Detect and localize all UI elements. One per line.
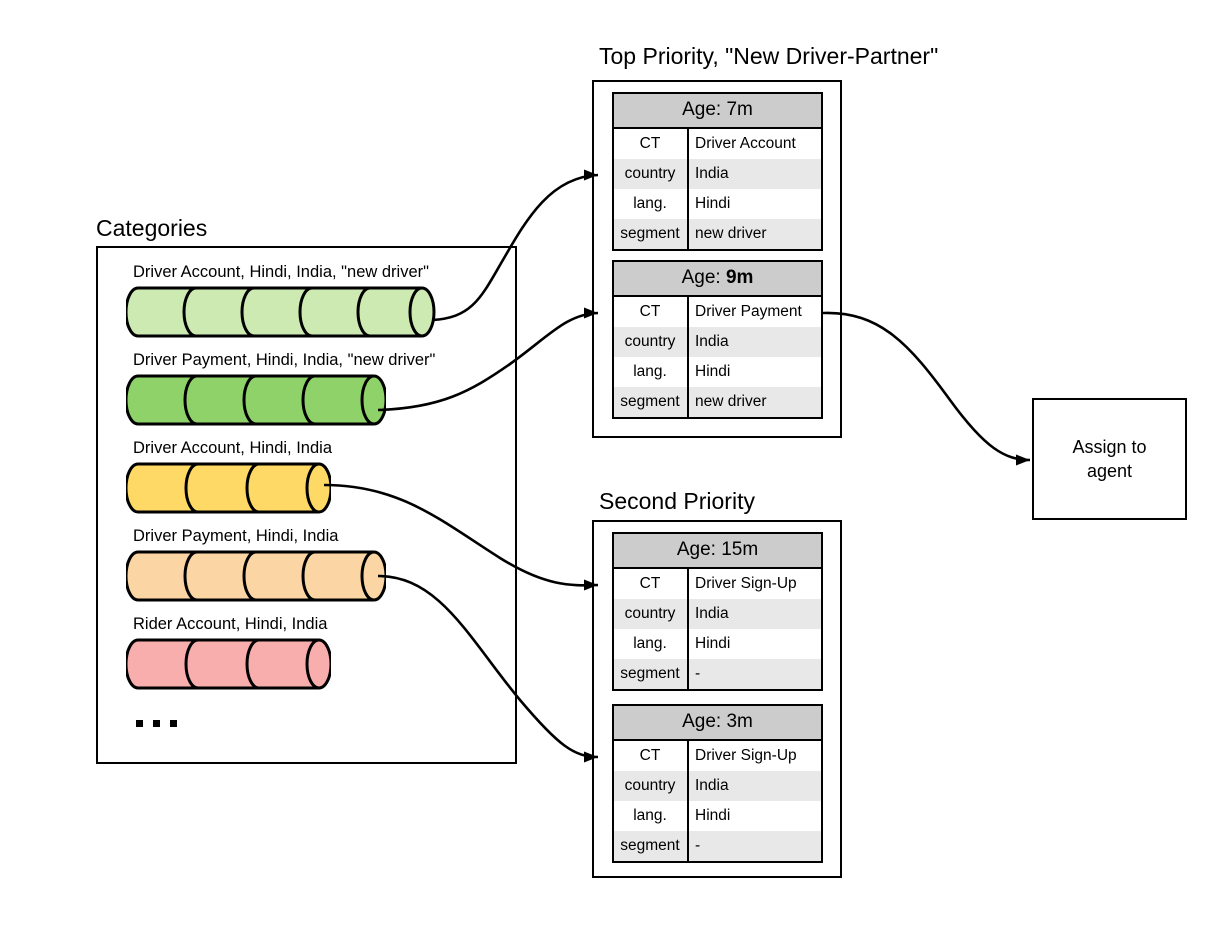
field-value: Driver Sign-Up [688,569,821,599]
categories-title: Categories [96,215,208,241]
category-label-0: Driver Account, Hindi, India, "new drive… [133,263,430,281]
table-row: segment new driver [614,219,821,249]
table-row: lang. Hindi [614,357,821,387]
ticket-age-label: Age: [682,711,727,732]
category-label-3: Driver Payment, Hindi, India [133,527,339,545]
ticket-fields-table: CT Driver Account country India lang. Hi… [614,129,821,249]
field-key: country [614,159,689,189]
table-row: country India [614,159,821,189]
field-key: lang. [614,801,689,831]
field-value: Driver Account [688,129,821,159]
field-value: India [688,599,821,629]
field-key: CT [614,741,689,771]
cylinder-driver-payment[interactable] [126,548,386,604]
ticket-fields-table: CT Driver Payment country India lang. Hi… [614,297,821,417]
ticket-age-value: 9m [725,267,754,288]
table-row: CT Driver Sign-Up [614,569,821,599]
field-value: India [688,159,821,189]
top-priority-title: Top Priority, "New Driver-Partner" [599,43,939,69]
ticket-age-header: Age: 9m [614,262,821,297]
field-value: Hindi [688,801,821,831]
field-key: CT [614,129,689,159]
field-key: lang. [614,629,689,659]
ticket-age-label: Age: [682,99,727,120]
ticket-second-priority-1[interactable]: Age: 3m CT Driver Sign-Up country India … [612,704,823,863]
category-label-4: Rider Account, Hindi, India [133,615,328,633]
field-value: new driver [688,219,821,249]
table-row: CT Driver Sign-Up [614,741,821,771]
field-key: CT [614,297,689,327]
ticket-age-value: 15m [721,539,759,560]
field-key: segment [614,387,689,417]
ticket-age-header: Age: 15m [614,534,821,569]
field-value: India [688,327,821,357]
assign-to-agent-label: Assign to agent [1072,435,1146,483]
ticket-top-priority-1[interactable]: Age: 9m CT Driver Payment country India … [612,260,823,419]
ticket-age-label: Age: [681,267,726,288]
category-label-1: Driver Payment, Hindi, India, "new drive… [133,351,436,369]
field-value: Driver Payment [688,297,821,327]
field-key: lang. [614,189,689,219]
field-value: Hindi [688,357,821,387]
field-key: CT [614,569,689,599]
field-value: - [688,831,821,861]
field-value: new driver [688,387,821,417]
ticket-top-priority-0[interactable]: Age: 7m CT Driver Account country India … [612,92,823,251]
table-row: segment - [614,831,821,861]
table-row: lang. Hindi [614,629,821,659]
second-priority-title: Second Priority [599,488,755,514]
ticket-age-header: Age: 7m [614,94,821,129]
field-value: - [688,659,821,689]
ticket-age-header: Age: 3m [614,706,821,741]
ellipsis-dot [153,720,160,727]
table-row: CT Driver Account [614,129,821,159]
ticket-age-label: Age: [676,539,722,560]
table-row: segment new driver [614,387,821,417]
field-key: segment [614,219,689,249]
cylinder-driver-payment-new-driver[interactable] [126,372,386,428]
ticket-second-priority-0[interactable]: Age: 15m CT Driver Sign-Up country India… [612,532,823,691]
ellipsis-dot [170,720,177,727]
table-row: lang. Hindi [614,189,821,219]
ticket-age-value: 3m [726,711,753,732]
table-row: country India [614,327,821,357]
category-label-2: Driver Account, Hindi, India [133,439,333,457]
ellipsis-dot [136,720,143,727]
field-key: country [614,599,689,629]
field-value: Driver Sign-Up [688,741,821,771]
ticket-age-value: 7m [726,99,753,120]
assign-label-line1: Assign to [1072,437,1147,457]
field-key: segment [614,831,689,861]
cylinder-driver-account-new-driver[interactable] [126,284,436,340]
field-key: country [614,327,689,357]
field-value: India [688,771,821,801]
table-row: lang. Hindi [614,801,821,831]
table-row: CT Driver Payment [614,297,821,327]
assign-label-line2: agent [1086,461,1133,481]
field-value: Hindi [688,189,821,219]
ticket-fields-table: CT Driver Sign-Up country India lang. Hi… [614,569,821,689]
arrow-ticket-top1-to-assign [822,311,1031,466]
assign-to-agent-box[interactable]: Assign to agent [1032,398,1187,520]
field-key: country [614,771,689,801]
table-row: segment - [614,659,821,689]
field-value: Hindi [688,629,821,659]
table-row: country India [614,599,821,629]
cylinder-driver-account[interactable] [126,460,331,516]
field-key: segment [614,659,689,689]
field-key: lang. [614,357,689,387]
ticket-fields-table: CT Driver Sign-Up country India lang. Hi… [614,741,821,861]
cylinder-rider-account[interactable] [126,636,331,692]
table-row: country India [614,771,821,801]
more-categories-ellipsis [136,720,177,727]
